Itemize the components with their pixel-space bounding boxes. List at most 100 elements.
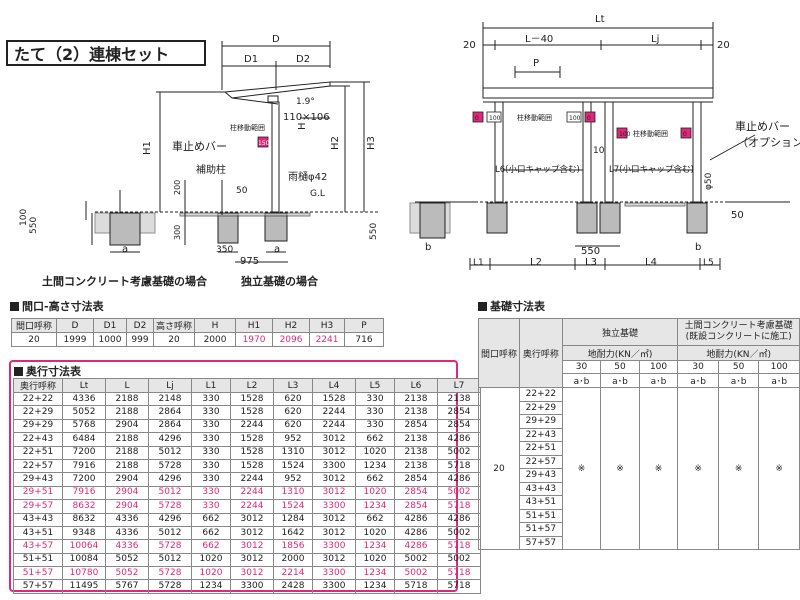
table-cell: 10084 [62,552,106,568]
table-cell: 29+29 [13,418,63,434]
table-cell: 1020 [191,552,231,568]
bearing-value: 30 [677,360,719,374]
square-bullet-icon [14,367,23,376]
table-row: 29+29 [479,414,800,429]
depth-value-cell: 22+29 [519,400,563,415]
dim-h2: H2 [330,136,341,150]
dim-b-right: b [695,242,701,253]
table-cell: 29+43 [13,472,63,487]
table-row: 29+43 [479,468,800,483]
height-table-title: 間口-高さ寸法表 [10,298,104,314]
table-cell: 4336 [105,512,149,527]
depth-value-cell: 22+57 [519,454,563,469]
table-cell: 330 [191,418,231,434]
table-cell: 1234 [355,566,395,581]
table-cell: 2244 [230,485,274,501]
column-header: H [194,318,237,333]
table-cell: 5728 [148,458,192,474]
dim-550-right: 550 [369,223,379,240]
table-cell: 1234 [355,458,395,474]
table-cell: 330 [191,472,231,487]
dim-150: 150 [258,140,270,147]
table-cell: 5012 [148,525,192,541]
table-cell: 2904 [105,485,149,501]
table-cell: 1528 [312,391,356,407]
table-cell: 8632 [62,512,106,527]
dim-l1: L1 [473,258,484,268]
dim-lt: Lt [595,14,605,25]
table-cell: 1856 [273,539,313,554]
column-header-depth: 奥行呼称 [519,318,563,388]
table-cell: 10780 [62,566,106,581]
dim-l40: L－40 [525,34,553,45]
side-elevation-drawing: D D1 D2 1.9° 110×106 柱移動範囲 H1 H2 H3 H 車止… [19,34,380,267]
table-cell: 2904 [105,499,149,514]
table-cell: 4286 [394,512,438,527]
table-cell: 5012 [148,445,192,460]
table-cell: 2188 [105,432,149,447]
earth-header-line1: 土間コンクリート考慮基礎 [684,321,793,331]
table-cell: 2241 [309,332,346,347]
table-cell: 1528 [230,458,274,474]
dim-lj: Lj [651,34,659,45]
column-header-independent: 独立基礎 [561,318,679,346]
table-cell: 3012 [230,566,274,581]
table-row: 22+51 [479,441,800,456]
table-cell: 5728 [148,579,192,594]
column-header: Lj [148,378,192,393]
table-cell: 3012 [312,432,356,447]
bearing-value: 100 [758,360,800,374]
table-cell: 330 [191,485,231,501]
table-cell: 330 [355,405,395,420]
table-cell: 5728 [148,499,192,514]
dim-a-right: a [274,244,280,255]
column-header: L3 [273,378,313,393]
caption-earth-floor: 土間コンクリート考慮基礎の場合 [42,275,207,288]
gutter-label: 雨樋φ42 [288,170,327,183]
table-cell: 2854 [394,418,438,434]
marker-0-a: 0 [475,115,479,122]
column-header: L1 [191,378,231,393]
dim-20-right: 20 [717,40,730,51]
column-header: P [344,318,385,333]
dim-550-center: 550 [581,246,600,257]
foundation-table: 間口呼称奥行呼称独立基礎土間コンクリート考慮基礎(既設コンクリートに施工) 地耐力… [477,318,800,550]
page-title: たて（2）連棟セット [6,40,206,66]
table-cell: 1234 [355,539,395,554]
table-cell: 22+22 [13,391,63,407]
mark-cell: ※ [600,387,640,550]
column-header-bearing: 地耐力(KN／㎡) [677,345,800,361]
depth-value-cell: 57+57 [519,535,563,550]
dim-l2: L2 [530,257,542,268]
column-header-width: 間口呼称 [477,318,521,388]
table-cell: 662 [355,472,395,487]
table-cell: 2904 [105,472,149,487]
table-cell: 4296 [148,472,192,487]
marker-100-c: 100 [619,131,631,138]
table-cell: 3012 [230,512,274,527]
table-cell: 3012 [230,539,274,554]
table-cell: 330 [355,391,395,407]
table-cell: 330 [355,418,395,434]
height-table-title-text: 間口-高さ寸法表 [22,300,104,313]
table-row: 22+57 [479,454,800,469]
mark-cell: ※ [758,387,800,550]
earth-header-line2: (既設コンクリートに施工) [685,332,792,342]
table-cell: 7200 [62,472,106,487]
table-cell: 2854 [437,418,481,434]
table-row: 57+57 [479,535,800,550]
table-cell: 20 [11,332,57,347]
table-cell: 29+51 [13,485,63,501]
table-cell: 3012 [312,445,356,460]
table-cell: 2096 [272,332,311,347]
stop-bar-option-label: 車止めバー [735,119,790,133]
dim-d: D [272,34,280,45]
